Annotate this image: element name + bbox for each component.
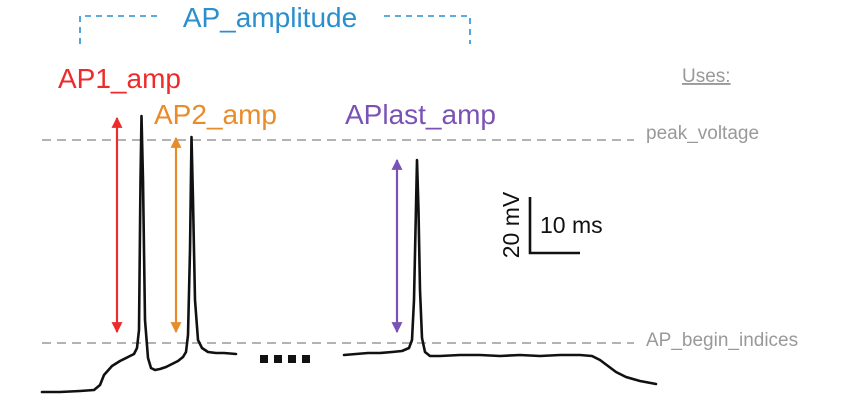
- uses-ap-begin-indices: AP_begin_indices: [646, 330, 798, 351]
- uses-peak-voltage: peak_voltage: [646, 123, 759, 144]
- aplast-amp-label: APlast_amp: [345, 99, 496, 130]
- scale-bar: [528, 197, 580, 255]
- ap-amplitude-label: AP_amplitude: [183, 2, 357, 33]
- voltage-trace-end: [342, 158, 658, 386]
- scale-bar-time-label: 10 ms: [540, 212, 603, 238]
- scale-bar-voltage-label: 20 mV: [498, 191, 524, 258]
- ap2-amp-label: AP2_amp: [154, 99, 277, 130]
- trace-ellipsis: [260, 355, 310, 363]
- uses-heading: Uses:: [682, 66, 731, 87]
- ap1-amp-label: AP1_amp: [58, 63, 181, 94]
- ap-amplitude-bracket: [79, 15, 471, 44]
- voltage-trace-start: [40, 114, 238, 394]
